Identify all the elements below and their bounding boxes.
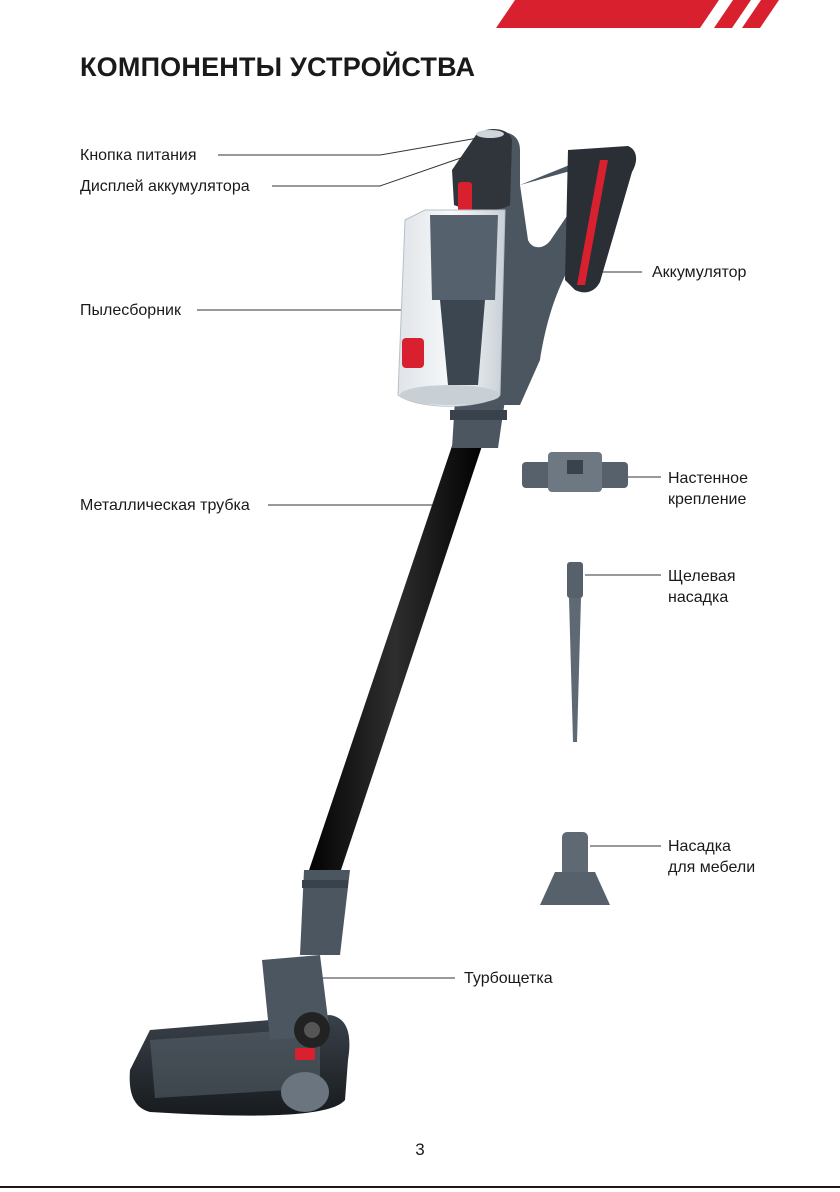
brush-end-cap — [281, 1072, 329, 1112]
leader-power-button — [218, 138, 478, 155]
label-battery: Аккумулятор — [652, 262, 746, 283]
label-metal-tube: Металлическая трубка — [80, 495, 250, 516]
crevice-nozzle — [567, 562, 583, 742]
tube-connector-upper — [452, 400, 505, 448]
leader-battery-display — [272, 152, 478, 186]
footer-rule — [0, 1186, 840, 1188]
brush-accent — [295, 1048, 315, 1060]
label-turbo-brush: Турбощетка — [464, 968, 553, 989]
cyclone-core — [430, 215, 498, 300]
connector-ring — [450, 410, 507, 420]
label-wall-mount: Настенное крепление — [668, 468, 748, 510]
label-battery-display: Дисплей аккумулятора — [80, 176, 250, 197]
metal-tube — [304, 440, 484, 885]
label-dust-bin: Пылесборник — [80, 300, 181, 321]
wall-mount — [522, 452, 628, 492]
page-number: 3 — [0, 1140, 840, 1160]
bin-lid — [400, 385, 500, 405]
label-power-button: Кнопка питания — [80, 145, 197, 166]
battery-display — [458, 182, 472, 212]
brush-wheel-hub — [304, 1022, 320, 1038]
furniture-nozzle — [540, 832, 610, 905]
label-furniture-nozzle: Насадка для мебели — [668, 836, 755, 878]
lower-ring — [302, 880, 348, 888]
label-crevice-nozzle: Щелевая насадка — [668, 566, 735, 608]
bin-release-button — [402, 338, 424, 368]
power-button — [476, 130, 504, 138]
